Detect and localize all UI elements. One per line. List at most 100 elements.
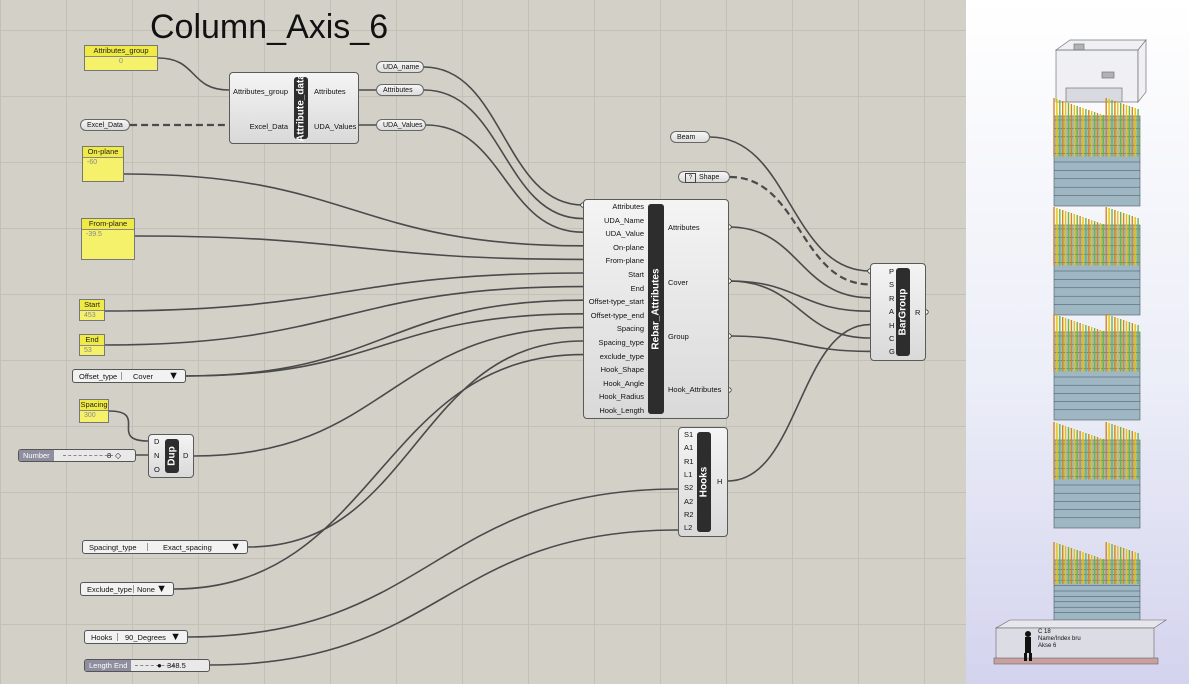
slider-track[interactable] <box>135 665 175 667</box>
rebar-cage-section <box>1053 542 1141 621</box>
valuelist-exclude-type[interactable]: Exclude_type None ▼ <box>80 582 174 596</box>
input-uda-name[interactable]: UDA_Name <box>603 215 644 225</box>
input-offset-type-end[interactable]: Offset-type_end <box>590 310 644 320</box>
panel-spacing[interactable]: Spacing 300 <box>79 399 109 423</box>
input-s1[interactable]: S1 <box>684 430 694 439</box>
output-uda-values[interactable]: UDA_Values <box>314 122 357 131</box>
input-attributes[interactable]: Attributes <box>612 202 644 211</box>
output-d[interactable]: D <box>183 451 189 460</box>
panel-value: 300 <box>84 412 96 419</box>
slider-number[interactable]: Number 8 ◇ <box>18 449 136 462</box>
valuelist-hooks[interactable]: Hooks 90_Degrees ▼ <box>84 630 188 644</box>
input-h[interactable]: H <box>889 320 895 330</box>
input-attributes-group[interactable]: Attributes_group <box>232 87 288 96</box>
dropdown-arrow-icon[interactable]: ▼ <box>170 631 181 643</box>
tekla-render-view[interactable]: C 18 Name/Index bru Akse 6 <box>966 0 1189 684</box>
output-attributes[interactable]: Attributes <box>668 223 700 232</box>
wire-hooks-s2 <box>187 488 679 638</box>
column-rebar-render <box>993 39 1167 665</box>
valuelist-label: Hooks <box>91 633 113 642</box>
slider-length-end[interactable]: Length End ● 348.5 <box>84 659 210 672</box>
input-l1[interactable]: L1 <box>684 469 693 479</box>
panel-start[interactable]: Start 453 <box>79 299 105 321</box>
input-n[interactable]: N <box>154 451 160 460</box>
input-uda-value[interactable]: UDA_Value <box>605 229 644 239</box>
panel-attributes-group[interactable]: Attributes_group 0 <box>84 45 158 71</box>
dropdown-arrow-icon[interactable]: ▼ <box>168 370 179 382</box>
input-r1[interactable]: R1 <box>684 456 694 466</box>
input-l2[interactable]: L2 <box>684 523 693 533</box>
output-r[interactable]: R <box>915 308 921 317</box>
input-r[interactable]: R <box>889 293 895 303</box>
dropdown-arrow-icon[interactable]: ▼ <box>156 583 167 595</box>
output-hook-attributes[interactable]: Hook_Attributes <box>668 385 722 394</box>
input-on-plane[interactable]: On-plane <box>613 242 644 252</box>
panel-from-plane[interactable]: From-plane -39.5 <box>81 218 135 260</box>
annotation-line: C 18 <box>1038 629 1051 635</box>
input-hook-shape[interactable]: Hook_Shape <box>600 365 644 375</box>
input-from-plane[interactable]: From-plane <box>605 256 644 266</box>
wire-uda-values <box>425 124 584 233</box>
input-spacing[interactable]: Spacing <box>616 324 644 334</box>
dropdown-arrow-icon[interactable]: ▼ <box>230 541 241 553</box>
input-d[interactable]: D <box>154 437 160 446</box>
slider-grip-icon[interactable]: ● <box>157 661 162 670</box>
input-r2[interactable]: R2 <box>684 509 694 519</box>
input-hook-length[interactable]: Hook_Length <box>599 406 644 415</box>
panel-value: 0 <box>119 58 123 65</box>
rebar-cage-section <box>1053 314 1141 421</box>
help-icon: ? <box>685 173 696 183</box>
component-name: Attribute_data <box>294 74 308 142</box>
input-offset-type-start[interactable]: Offset-type_start <box>588 297 644 307</box>
slider-value: 348.5 <box>167 661 186 670</box>
input-exclude-type[interactable]: exclude_type <box>599 351 644 361</box>
grasshopper-canvas[interactable]: Column_Axis_6 Attributes_group 0 On-plan… <box>0 0 966 684</box>
component-dup[interactable]: Dup D N O D <box>148 434 194 478</box>
input-c[interactable]: C <box>889 334 895 343</box>
component-attribute-data[interactable]: Attribute_data Attributes_group Excel_Da… <box>229 72 359 144</box>
input-end[interactable]: End <box>630 283 644 293</box>
input-excel-data[interactable]: Excel_Data <box>249 122 288 131</box>
valuelist-label: Exclude_type <box>87 585 133 594</box>
input-hook-angle[interactable]: Hook_Angle <box>603 378 644 388</box>
valuelist-offset-type[interactable]: Offset_type Cover ▼ <box>72 369 186 383</box>
input-s2[interactable]: S2 <box>684 483 694 493</box>
param-excel-data[interactable]: Excel_Data <box>80 119 130 131</box>
input-o[interactable]: O <box>154 465 160 474</box>
wire-cover <box>728 280 871 312</box>
output-cover[interactable]: Cover <box>668 278 689 287</box>
input-a1[interactable]: A1 <box>684 443 694 453</box>
param-shape[interactable]: ? Shape <box>678 171 730 183</box>
input-spacing-type[interactable]: Spacing_type <box>598 338 644 347</box>
slider-grip-icon[interactable]: ◇ <box>115 451 122 460</box>
panel-on-plane[interactable]: On-plane -60 <box>82 146 124 182</box>
param-attributes[interactable]: Attributes <box>376 84 424 96</box>
valuelist-value: Exact_spacing <box>163 543 212 552</box>
param-uda-name[interactable]: UDA_name <box>376 61 424 73</box>
input-start[interactable]: Start <box>628 270 644 279</box>
separator <box>121 372 122 380</box>
output-h[interactable]: H <box>717 477 723 486</box>
valuelist-spacing-type[interactable]: Spacingt_type Exact_spacing ▼ <box>82 540 248 554</box>
wire-end <box>104 285 584 346</box>
input-hook-radius[interactable]: Hook_Radius <box>598 392 644 402</box>
rebar-cage-section <box>1053 207 1141 316</box>
base-slab <box>993 619 1167 665</box>
slider-track[interactable] <box>63 455 113 457</box>
input-p[interactable]: P <box>889 267 895 276</box>
output-attributes[interactable]: Attributes <box>314 87 346 96</box>
param-shape-label: Shape <box>699 174 720 181</box>
input-g[interactable]: G <box>889 347 895 357</box>
component-name: BarGroup <box>896 268 910 356</box>
panel-end[interactable]: End 53 <box>79 334 105 356</box>
param-beam[interactable]: Beam <box>670 131 710 143</box>
input-a2[interactable]: A2 <box>684 496 694 506</box>
param-uda-values[interactable]: UDA_Values <box>376 119 426 131</box>
output-group[interactable]: Group <box>668 332 689 341</box>
slider-label: Length End <box>85 660 132 671</box>
input-s[interactable]: S <box>889 280 895 290</box>
input-a[interactable]: A <box>889 307 895 317</box>
